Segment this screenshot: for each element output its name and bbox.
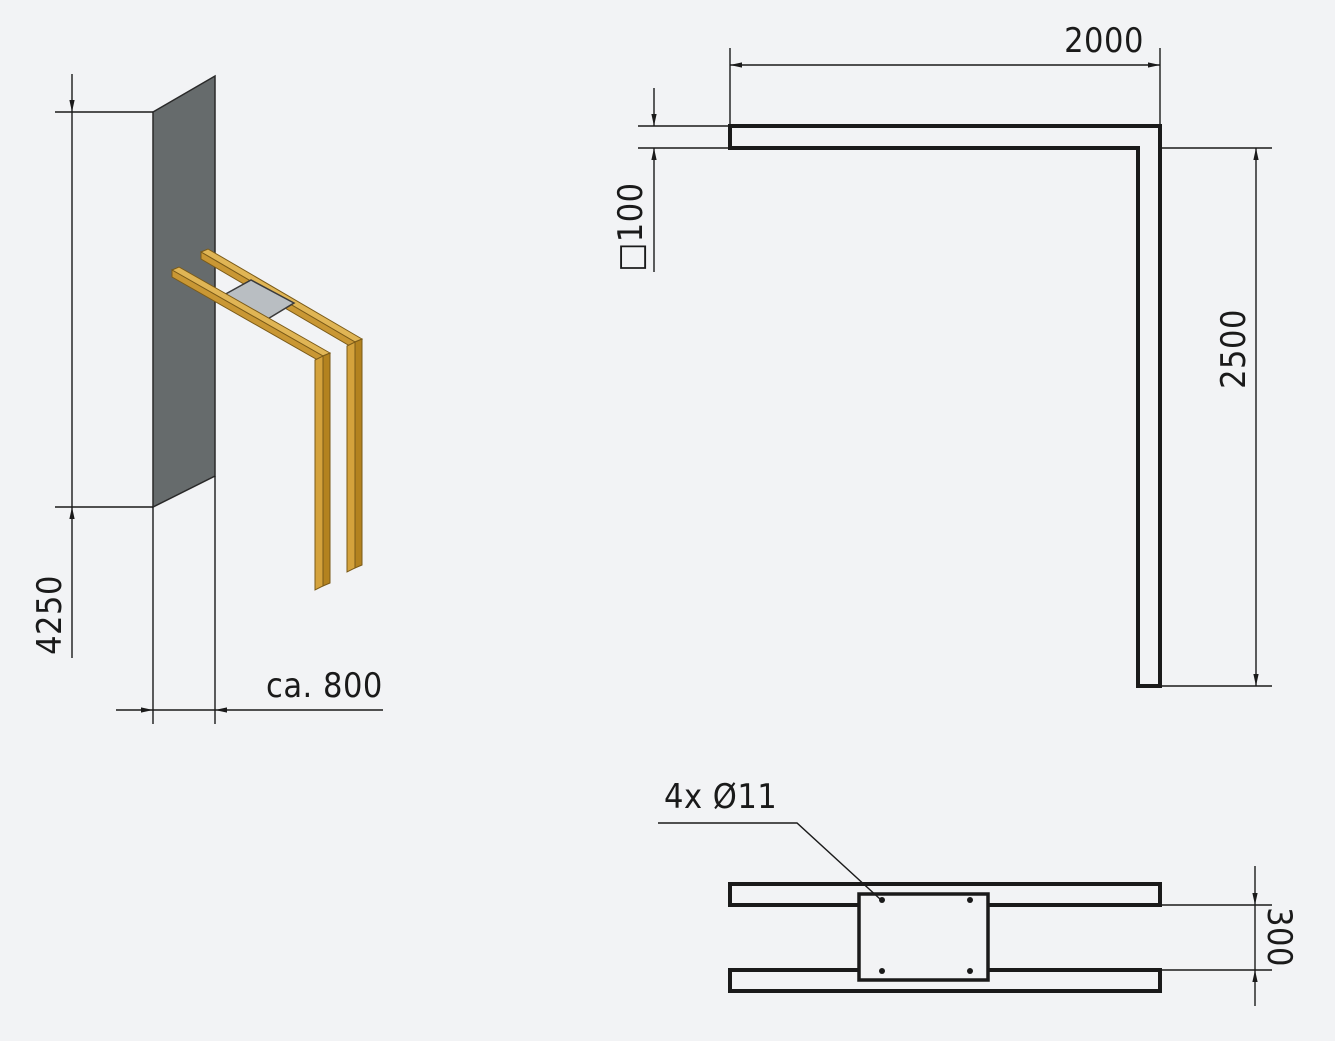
- holes-label: 4x Ø11: [664, 777, 777, 817]
- holes-leader: 4x Ø11: [658, 777, 881, 900]
- width-dim-label: 2000: [1064, 21, 1144, 61]
- base-plate: [857, 892, 990, 982]
- width-dimension: 2000: [729, 21, 1161, 126]
- section-dim-label: □100: [611, 182, 651, 271]
- isometric-view: 4250 ca. 800: [30, 74, 383, 724]
- length-dim-label: 2500: [1214, 309, 1254, 389]
- top-view: 4x Ø11 300: [658, 777, 1299, 1006]
- side-view: 2000 □100 2500: [611, 21, 1272, 688]
- length-dimension: 2500: [1160, 147, 1272, 687]
- depth-dim-label: ca. 800: [266, 666, 383, 706]
- depth-dimension: ca. 800: [116, 476, 383, 724]
- height-dimension: 4250: [30, 74, 153, 658]
- height-dim-label: 4250: [30, 575, 70, 655]
- spacing-dim-label: 300: [1259, 907, 1299, 967]
- beam-profile: [728, 124, 1162, 688]
- timber-frame-front: [170, 266, 332, 591]
- spacing-dimension: 300: [1160, 866, 1299, 1006]
- section-dimension: □100: [611, 88, 730, 272]
- bolt-holes: [879, 897, 973, 974]
